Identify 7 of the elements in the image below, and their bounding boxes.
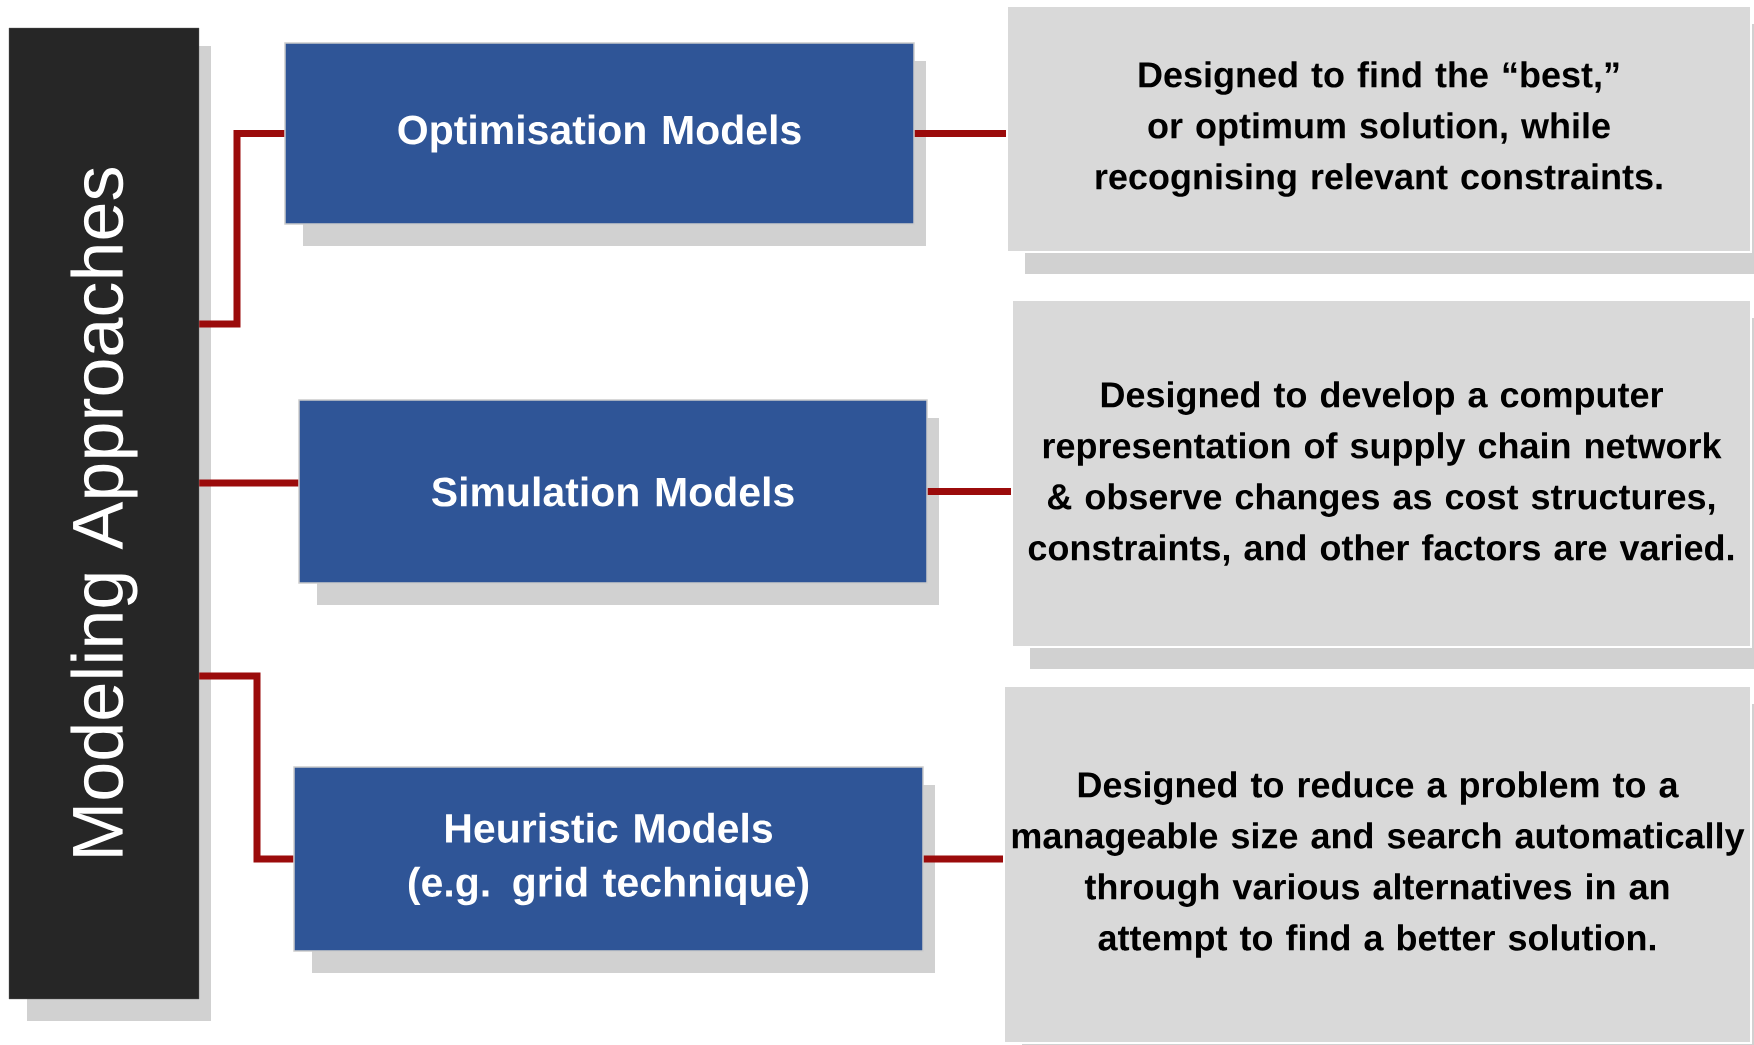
model-box: Heuristic Models (e.g. grid technique) [293, 766, 924, 952]
model-box: Simulation Models [298, 399, 928, 584]
description-box: Designed to reduce a problem to a manageable size and search automatically through various alternatives in an attempt to find a better solution. [1003, 685, 1752, 1044]
description-box: Designed to develop a computer representation of supply chain network & observe changes as cost structures, constraints, and other factors are varied. [1011, 299, 1752, 648]
title-bar: Modeling Approaches [8, 27, 200, 1000]
description-box: Designed to find the “best,” or optimum solution, while recognising relevant constraints. [1006, 5, 1752, 253]
model-box: Optimisation Models [284, 42, 915, 225]
